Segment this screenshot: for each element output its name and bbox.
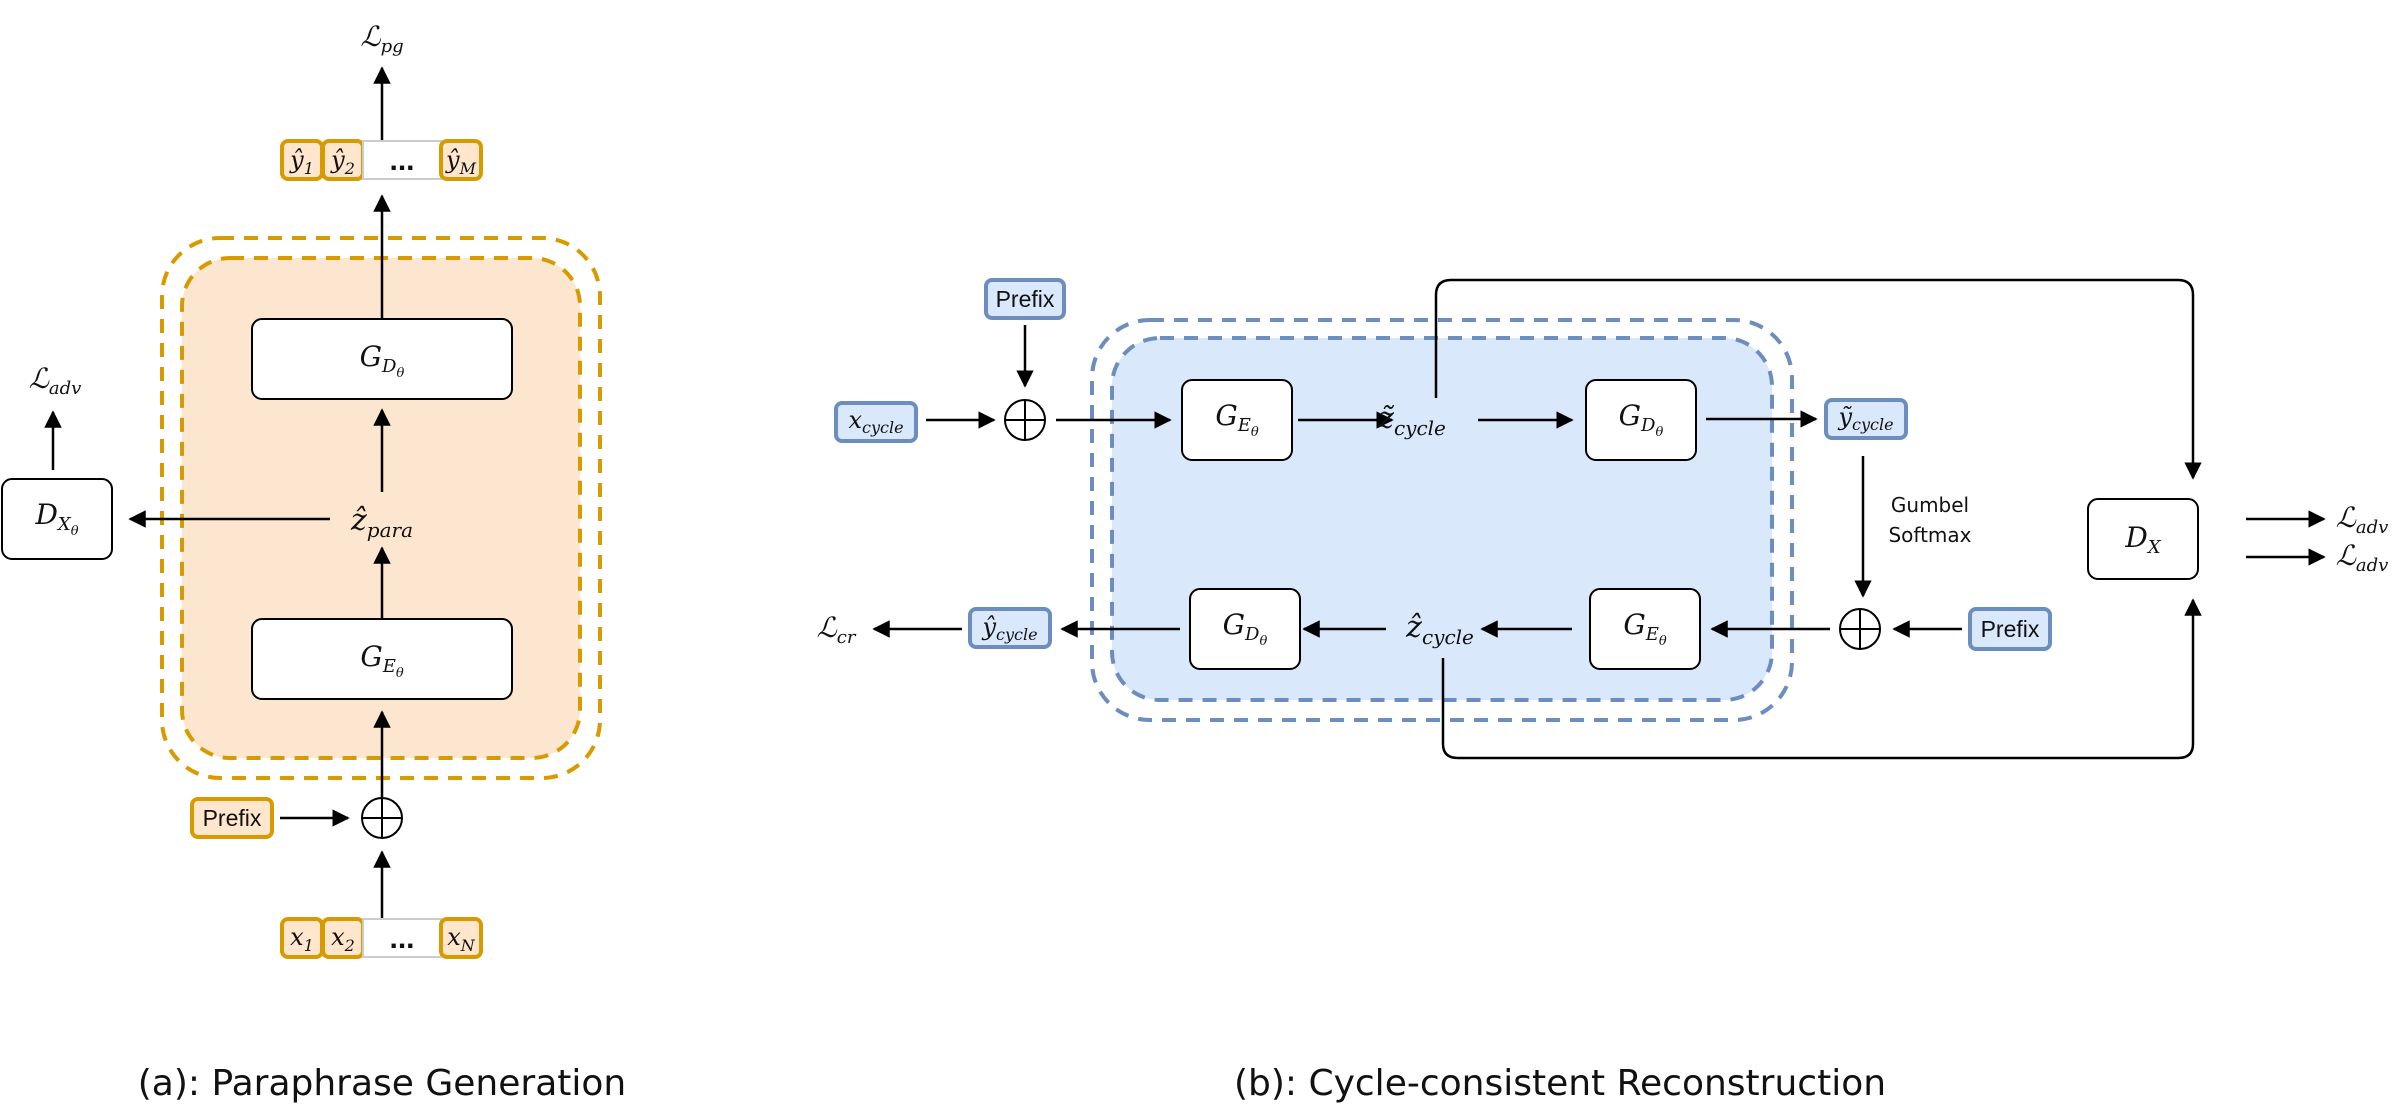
prefix-label-a: Prefix xyxy=(203,805,262,831)
svg-text:ỹcycle: ỹcycle xyxy=(1837,403,1893,434)
svg-text:x1: x1 xyxy=(290,923,314,955)
x-cycle-box xyxy=(834,401,918,443)
caption-a: (a): Paraphrase Generation xyxy=(138,1063,626,1104)
decoder-box-a xyxy=(251,318,513,400)
svg-text:ŷ2: ŷ2 xyxy=(330,146,355,178)
softmax-label: Softmax xyxy=(1888,523,1971,547)
decoder-box-bottom xyxy=(1189,588,1301,670)
output-tokens: ŷ1 ŷ2 ... ŷM xyxy=(280,139,483,181)
caption-b: (b): Cycle-consistent Reconstruction xyxy=(1234,1063,1886,1104)
discriminator-box-a xyxy=(1,478,113,560)
oplus-top xyxy=(1004,399,1046,441)
svg-text:GDθ: GDθ xyxy=(1619,399,1664,440)
svg-text:GEθ: GEθ xyxy=(1623,608,1667,649)
output-token-2: ŷ xyxy=(330,146,345,174)
svg-text:x2: x2 xyxy=(331,923,355,955)
svg-text:ŷM: ŷM xyxy=(445,146,477,178)
svg-text:GDθ: GDθ xyxy=(1223,608,1268,649)
prefix-label-bottom: Prefix xyxy=(1981,616,2040,642)
loss-adv-b1: ℒadv xyxy=(2336,501,2389,538)
svg-text:xcycle: xcycle xyxy=(848,406,903,437)
svg-text:GEθ: GEθ xyxy=(360,640,404,681)
outer-dashed-box-b xyxy=(1090,318,1794,722)
svg-text:ŷcycle: ŷcycle xyxy=(981,613,1037,644)
loss-cr: ℒcr xyxy=(817,611,857,648)
prefix-box-a xyxy=(190,797,274,839)
y-tilde-box xyxy=(1824,398,1908,440)
svg-text:xN: xN xyxy=(447,923,476,955)
output-token-m: ŷ xyxy=(445,146,460,174)
input-ellipsis: ... xyxy=(389,922,414,955)
prefix-label-top: Prefix xyxy=(996,286,1055,312)
input-token-1: x xyxy=(290,923,304,951)
panel-b: Prefix xcycle GEθ z̃cycle GDθ ỹcycle Gum… xyxy=(817,278,2389,1104)
encoder-box-a xyxy=(251,618,513,700)
svg-text:GEθ: GEθ xyxy=(1215,399,1259,440)
svg-text:DX: DX xyxy=(2124,521,2161,558)
loss-pg: ℒpg xyxy=(360,20,403,57)
y-hat-box xyxy=(968,607,1052,649)
gumbel-label: Gumbel xyxy=(1891,493,1969,517)
loss-adv-a: ℒadv xyxy=(29,362,82,399)
output-ellipsis: ... xyxy=(389,144,414,177)
loss-adv-b2: ℒadv xyxy=(2336,539,2389,576)
z-hat-cycle: ẑcycle xyxy=(1405,610,1474,649)
encoder-box-top xyxy=(1181,379,1293,461)
oplus-a xyxy=(361,797,403,839)
input-tokens: x1 x2 ... xN xyxy=(280,917,483,959)
input-token-n: x xyxy=(447,923,461,951)
panel-a: ŷ1 ŷ2 ... ŷM ℒpg GDθ ẑpara GEθ DXθ ℒadv xyxy=(1,20,626,1104)
output-token-1: ŷ xyxy=(289,146,304,174)
input-token-2: x xyxy=(331,923,345,951)
discriminator-box-b xyxy=(2087,498,2199,580)
svg-text:GDθ: GDθ xyxy=(360,340,405,381)
z-tilde-cycle: z̃cycle xyxy=(1377,401,1446,440)
prefix-box-bottom xyxy=(1968,607,2052,651)
decoder-box-top xyxy=(1585,379,1697,461)
prefix-box-top xyxy=(984,278,1066,320)
svg-text:DXθ: DXθ xyxy=(34,498,78,539)
encoder-box-bottom xyxy=(1589,588,1701,670)
svg-text:ŷ1: ŷ1 xyxy=(289,146,314,178)
oplus-bottom xyxy=(1839,608,1881,650)
latent-z-para: ẑpara xyxy=(350,503,413,542)
